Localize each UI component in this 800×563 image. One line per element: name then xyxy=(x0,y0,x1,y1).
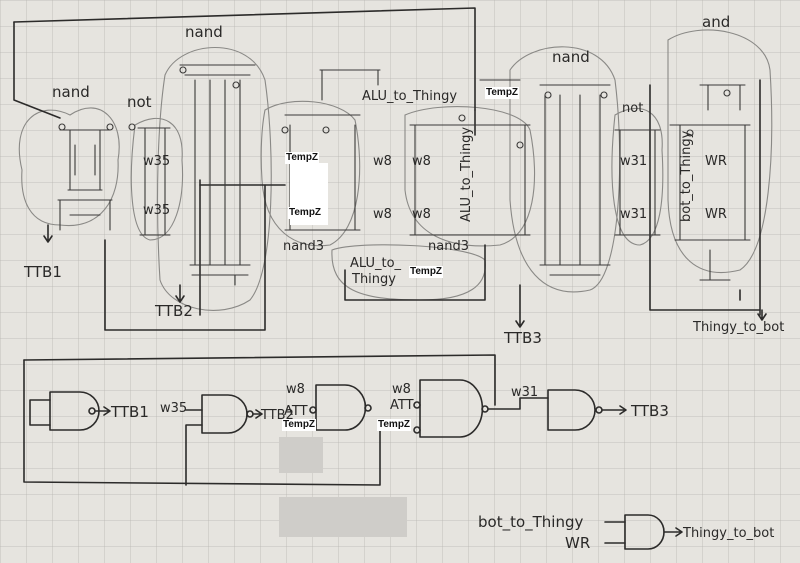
label-alu-bottom-1: ALU_to_ xyxy=(350,256,402,271)
label-w31-b: w31 xyxy=(620,207,647,222)
label-nand-1: nand xyxy=(52,83,90,101)
label-alu-top: ALU_to_Thingy xyxy=(362,89,457,104)
and-input-1-label: bot_to_Thingy xyxy=(478,513,584,532)
tempz-1: TempZ xyxy=(285,152,320,164)
tempz-top: TempZ xyxy=(485,87,520,99)
label-w8-c: w8 xyxy=(412,154,431,169)
label-w35-b: w35 xyxy=(143,203,170,218)
label-bot-vertical: bot_to_Thingy xyxy=(679,130,694,222)
and-input-2-label: WR xyxy=(565,534,590,552)
label-w8-a: w8 xyxy=(373,154,392,169)
label-nand-3: nand xyxy=(552,48,590,66)
label-alu-bottom-2: Thingy xyxy=(351,272,396,287)
erase-patch-3 xyxy=(279,497,407,537)
gate-nand-ttb3 xyxy=(547,389,596,431)
label-nand3-a: nand3 xyxy=(283,239,324,254)
gate-label-att-1: ATT xyxy=(284,404,308,419)
label-w31-a: w31 xyxy=(620,154,647,169)
transistor-block-not2 xyxy=(614,129,661,236)
transistor-block-and xyxy=(669,84,767,321)
label-and: and xyxy=(702,13,730,31)
label-ttb3: TTB3 xyxy=(503,329,542,347)
label-w35-a: w35 xyxy=(143,154,170,169)
label-w8-b: w8 xyxy=(373,207,392,222)
tempz-5: TempZ xyxy=(377,419,412,431)
long-wires xyxy=(13,7,761,331)
label-ttb1: TTB1 xyxy=(23,263,62,281)
tempz-2: TempZ xyxy=(288,207,323,219)
label-nand-2: nand xyxy=(185,23,223,41)
label-wr-a: WR xyxy=(705,154,727,169)
and-output-label: Thingy_to_bot xyxy=(682,526,774,541)
label-alu-vertical: ALU_to_Thingy xyxy=(459,127,474,222)
gate-label-w35: w35 xyxy=(160,401,187,416)
gate-label-ttb3: TTB3 xyxy=(630,402,669,420)
handwritten-labels: nand not nand nand not and w35 w35 w8 w8… xyxy=(23,13,784,347)
gate-label-w8-2: w8 xyxy=(392,382,411,397)
tempz-4: TempZ xyxy=(282,419,317,431)
tempz-3: TempZ xyxy=(409,266,444,278)
and-gate-diagram: bot_to_Thingy WR Thingy_to_bot xyxy=(478,513,774,552)
gate-label-ttb1: TTB1 xyxy=(110,403,149,421)
transistor-block-nand1 xyxy=(43,123,114,243)
gate-label-att-2: ATT xyxy=(390,398,414,413)
transistor-block-not1 xyxy=(128,123,171,236)
erase-patch-2 xyxy=(279,437,323,473)
label-not-2: not xyxy=(622,101,643,116)
label-thingy-to-bot: Thingy_to_bot xyxy=(692,320,784,335)
gate-label-w8-1: w8 xyxy=(286,382,305,397)
transistor-block-nand3b xyxy=(409,79,531,236)
label-not-1: not xyxy=(127,93,152,111)
gate-label-w31: w31 xyxy=(511,385,538,400)
transistor-block-nand2 xyxy=(175,64,256,303)
label-w8-d: w8 xyxy=(412,207,431,222)
gate-nand-ttb1 xyxy=(49,391,100,431)
transistor-block-nand4 xyxy=(515,84,611,328)
and-gate-symbol xyxy=(624,514,665,550)
label-nand3-b: nand3 xyxy=(428,239,469,254)
label-wr-b: WR xyxy=(705,207,727,222)
label-ttb2: TTB2 xyxy=(154,302,193,320)
gate-row: TTB1 w35 TTB2 w8 ATT w8 ATT w31 TTB3 xyxy=(23,354,669,486)
